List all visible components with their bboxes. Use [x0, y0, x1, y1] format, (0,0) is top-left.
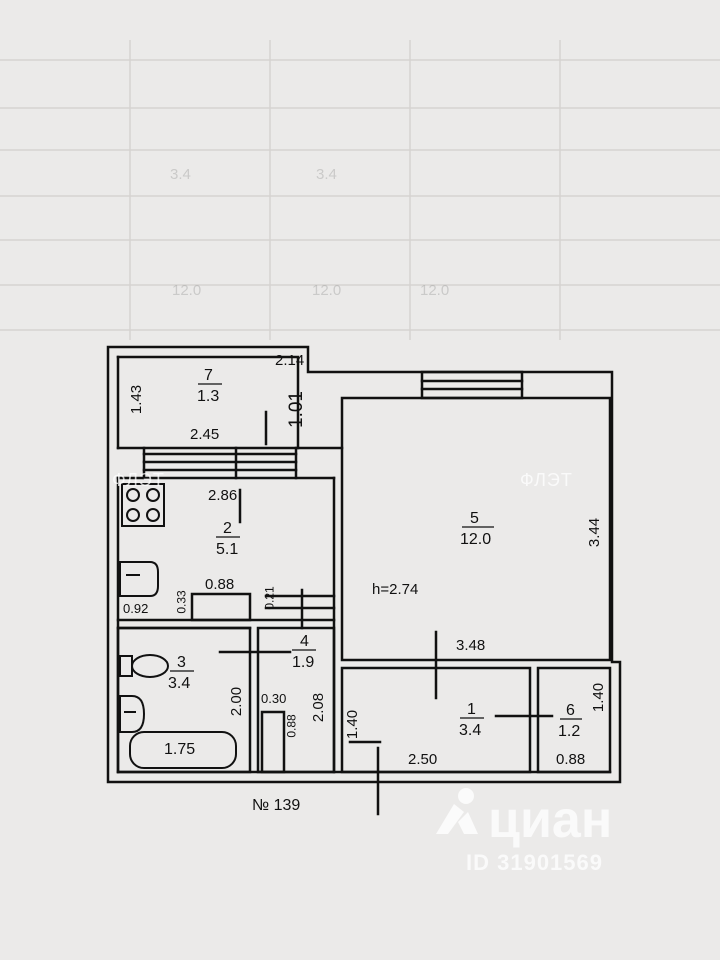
dim-label: 3.48	[456, 637, 486, 654]
dim-label: 2.14	[275, 352, 305, 369]
room-5-walls	[340, 396, 612, 662]
bleed-text: 12.0	[312, 282, 342, 299]
room-5-area: 12.0	[460, 531, 492, 548]
cian-logo-icon	[436, 788, 478, 834]
bathtub	[129, 731, 237, 769]
ceiling-height: h=2.74	[372, 581, 419, 598]
dim-label: 1.40	[344, 709, 362, 740]
watermark-brand: циан	[488, 791, 613, 849]
background-grid	[0, 40, 720, 340]
counter	[190, 592, 252, 622]
room-2-area: 5.1	[216, 541, 239, 558]
dim-label: 1.43	[128, 384, 146, 415]
watermark-logo	[430, 782, 490, 842]
window	[420, 370, 524, 400]
room-7-area: 1.3	[197, 388, 220, 405]
dim-label: 0.88	[284, 714, 299, 738]
outer-wall	[106, 345, 622, 784]
dim-label: 0.30	[261, 691, 287, 706]
dim-label: 0.92	[123, 601, 149, 616]
dim-label: 0.88	[205, 576, 235, 593]
dim-label: 2.86	[208, 487, 238, 504]
top-watermark-2: ФЛЭТ	[520, 470, 573, 490]
watermark-id: ID 31901569	[466, 850, 603, 875]
dim-label: 0.33	[174, 590, 189, 614]
room-1-area: 3.4	[459, 722, 482, 739]
room-4-number: 4	[300, 633, 309, 650]
dim-label: 2.00	[228, 686, 246, 717]
bleed-text: 12.0	[172, 282, 202, 299]
room-3-area: 3.4	[168, 675, 191, 692]
stove	[121, 483, 165, 527]
bleed-text: 12.0	[420, 282, 450, 299]
bleed-text: 3.4	[316, 166, 337, 183]
dim-label: 1.40	[590, 682, 608, 713]
dim-label: 2.45	[190, 426, 220, 443]
top-watermark-1: ФЛЭТ	[112, 470, 165, 490]
room-3-walls	[116, 626, 252, 774]
plan-number: № 139	[252, 797, 301, 814]
closet-walls	[256, 626, 336, 774]
room-6-number: 6	[566, 702, 575, 719]
room-7-number: 7	[204, 367, 213, 384]
bleed-text: 3.4	[170, 166, 191, 183]
bathtub-length: 1.75	[164, 741, 196, 758]
room-2-number: 2	[223, 520, 232, 537]
dim-label: 1.01	[285, 391, 307, 428]
dim-label: 3.44	[586, 517, 604, 548]
room-6-walls	[536, 666, 612, 774]
room-4-area: 1.9	[292, 654, 315, 671]
room-5-number: 5	[470, 510, 479, 527]
room-3-number: 3	[177, 654, 186, 671]
washbasin	[119, 695, 146, 733]
inner-wall	[116, 355, 344, 450]
room-1-number: 1	[467, 701, 476, 718]
dim-label: 0.88	[556, 751, 586, 768]
toilet	[119, 654, 169, 678]
room-6-area: 1.2	[558, 723, 581, 740]
dim-label: 2.08	[310, 692, 328, 723]
kitchen-sink	[119, 561, 159, 597]
dim-label: 0.21	[262, 586, 277, 610]
dim-label: 2.50	[408, 751, 438, 768]
